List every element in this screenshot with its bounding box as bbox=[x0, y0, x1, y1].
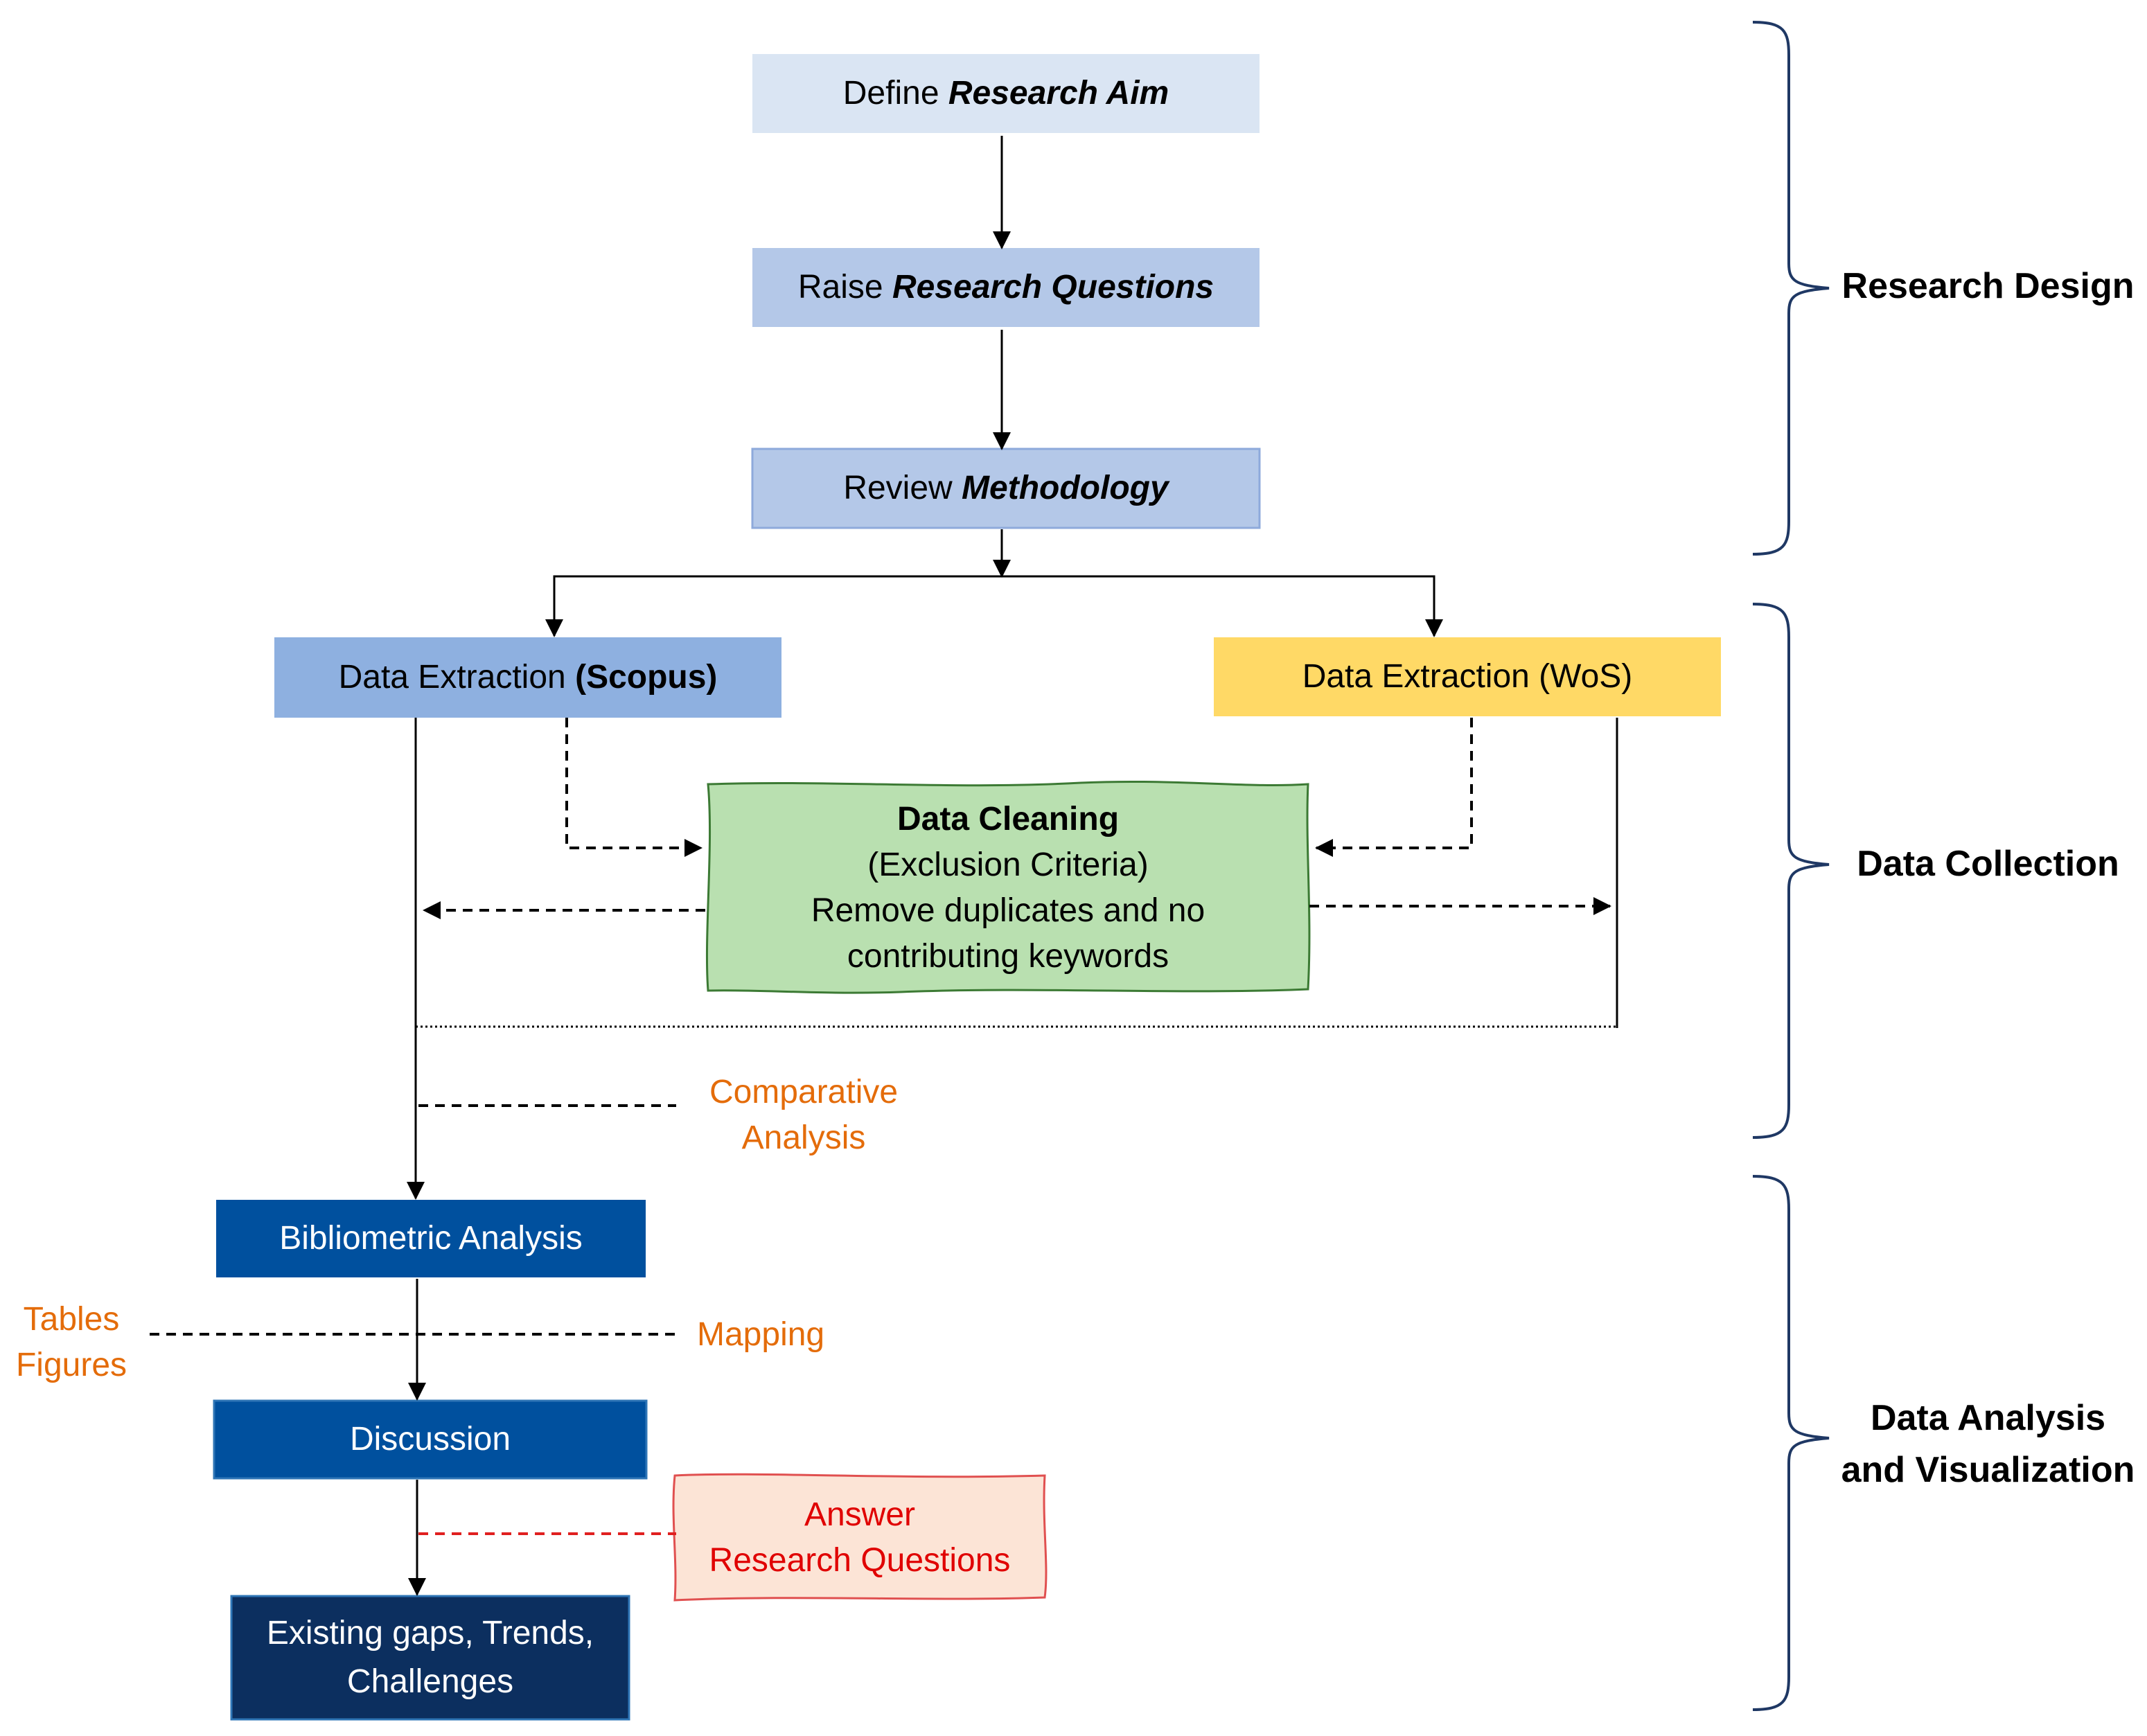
analysis-line1: Data Analysis bbox=[1870, 1398, 2106, 1438]
bibliometric-box-shape bbox=[216, 1200, 646, 1277]
wos-to-cleaning-dashed bbox=[1315, 718, 1473, 857]
phase-research-design: Research Design bbox=[1841, 266, 2135, 306]
existing-gaps-box: Existing gaps, Trends, Challenges bbox=[231, 1596, 629, 1719]
bibliometric-label: Bibliometric Analysis bbox=[279, 1219, 583, 1257]
figures-label: Figures bbox=[15, 1347, 127, 1384]
questions-prefix: Raise bbox=[797, 268, 883, 305]
comparative-line1: Comparative bbox=[709, 1074, 899, 1110]
methodology-prefix: Review bbox=[843, 469, 953, 506]
gaps-line1: Existing gaps, Trends, bbox=[266, 1615, 594, 1652]
brace-data-collection bbox=[1752, 603, 1830, 1139]
methodology-box-shape bbox=[751, 448, 1261, 529]
answer-line1: Answer bbox=[804, 1496, 916, 1533]
wos-label: Data Extraction (WoS) bbox=[1302, 657, 1633, 695]
data-extraction-scopus-box: Data Extraction (Scopus) bbox=[274, 637, 781, 718]
questions-emphasis: Research Questions bbox=[892, 268, 1214, 305]
scopus-emphasis: (Scopus) bbox=[575, 658, 718, 696]
discussion-box-shape bbox=[213, 1399, 648, 1480]
bibliometric-analysis-box: Bibliometric Analysis bbox=[216, 1200, 646, 1277]
scopus-to-cleaning-dashed bbox=[565, 718, 703, 857]
brace-research-design bbox=[1752, 21, 1830, 556]
comparative-analysis-label: Comparative Analysis bbox=[686, 1070, 921, 1161]
cleaning-subtitle: (Exclusion Criteria) bbox=[867, 846, 1149, 883]
analysis-line2: and Visualization bbox=[1841, 1450, 2135, 1491]
phase-data-analysis: Data Analysis and Visualization bbox=[1829, 1392, 2147, 1497]
gaps-box-shape bbox=[230, 1595, 630, 1721]
cleaning-line1: Remove duplicates and no bbox=[811, 892, 1205, 929]
scopus-prefix: Data Extraction bbox=[338, 658, 566, 696]
gaps-line2: Challenges bbox=[346, 1663, 514, 1700]
answer-box-shape bbox=[672, 1473, 1048, 1602]
define-research-aim-box: Define Research Aim bbox=[752, 54, 1260, 133]
split-connector bbox=[553, 575, 1435, 636]
review-methodology-box: Review Methodology bbox=[752, 449, 1260, 528]
answer-research-questions-box: Answer Research Questions bbox=[678, 1478, 1042, 1597]
cleaning-line2: contributing keywords bbox=[847, 938, 1169, 975]
mapping-label: Mapping bbox=[697, 1316, 825, 1353]
wos-box-shape bbox=[1214, 637, 1721, 716]
discussion-label: Discussion bbox=[349, 1420, 511, 1458]
methodology-emphasis: Methodology bbox=[962, 469, 1169, 506]
tables-label: Tables bbox=[23, 1301, 120, 1338]
questions-box-shape bbox=[752, 248, 1260, 327]
phase-data-collection: Data Collection bbox=[1857, 844, 2119, 884]
aim-box-shape bbox=[752, 54, 1260, 133]
data-extraction-wos-box: Data Extraction (WoS) bbox=[1214, 637, 1721, 716]
raise-research-questions-box: Raise Research Questions bbox=[752, 248, 1260, 327]
data-cleaning-box: Data Cleaning (Exclusion Criteria) Remov… bbox=[714, 790, 1302, 986]
brace-data-analysis bbox=[1752, 1175, 1830, 1711]
comparative-line2: Analysis bbox=[741, 1119, 866, 1157]
aim-prefix: Define bbox=[842, 74, 939, 112]
answer-line2: Research Questions bbox=[709, 1542, 1011, 1579]
cleaning-box-shape bbox=[705, 780, 1311, 994]
tables-figures-label: Tables Figures bbox=[0, 1297, 143, 1388]
discussion-box: Discussion bbox=[214, 1401, 646, 1478]
aim-emphasis: Research Aim bbox=[948, 74, 1169, 112]
scopus-box-shape bbox=[274, 637, 781, 718]
cleaning-title: Data Cleaning bbox=[896, 800, 1120, 838]
